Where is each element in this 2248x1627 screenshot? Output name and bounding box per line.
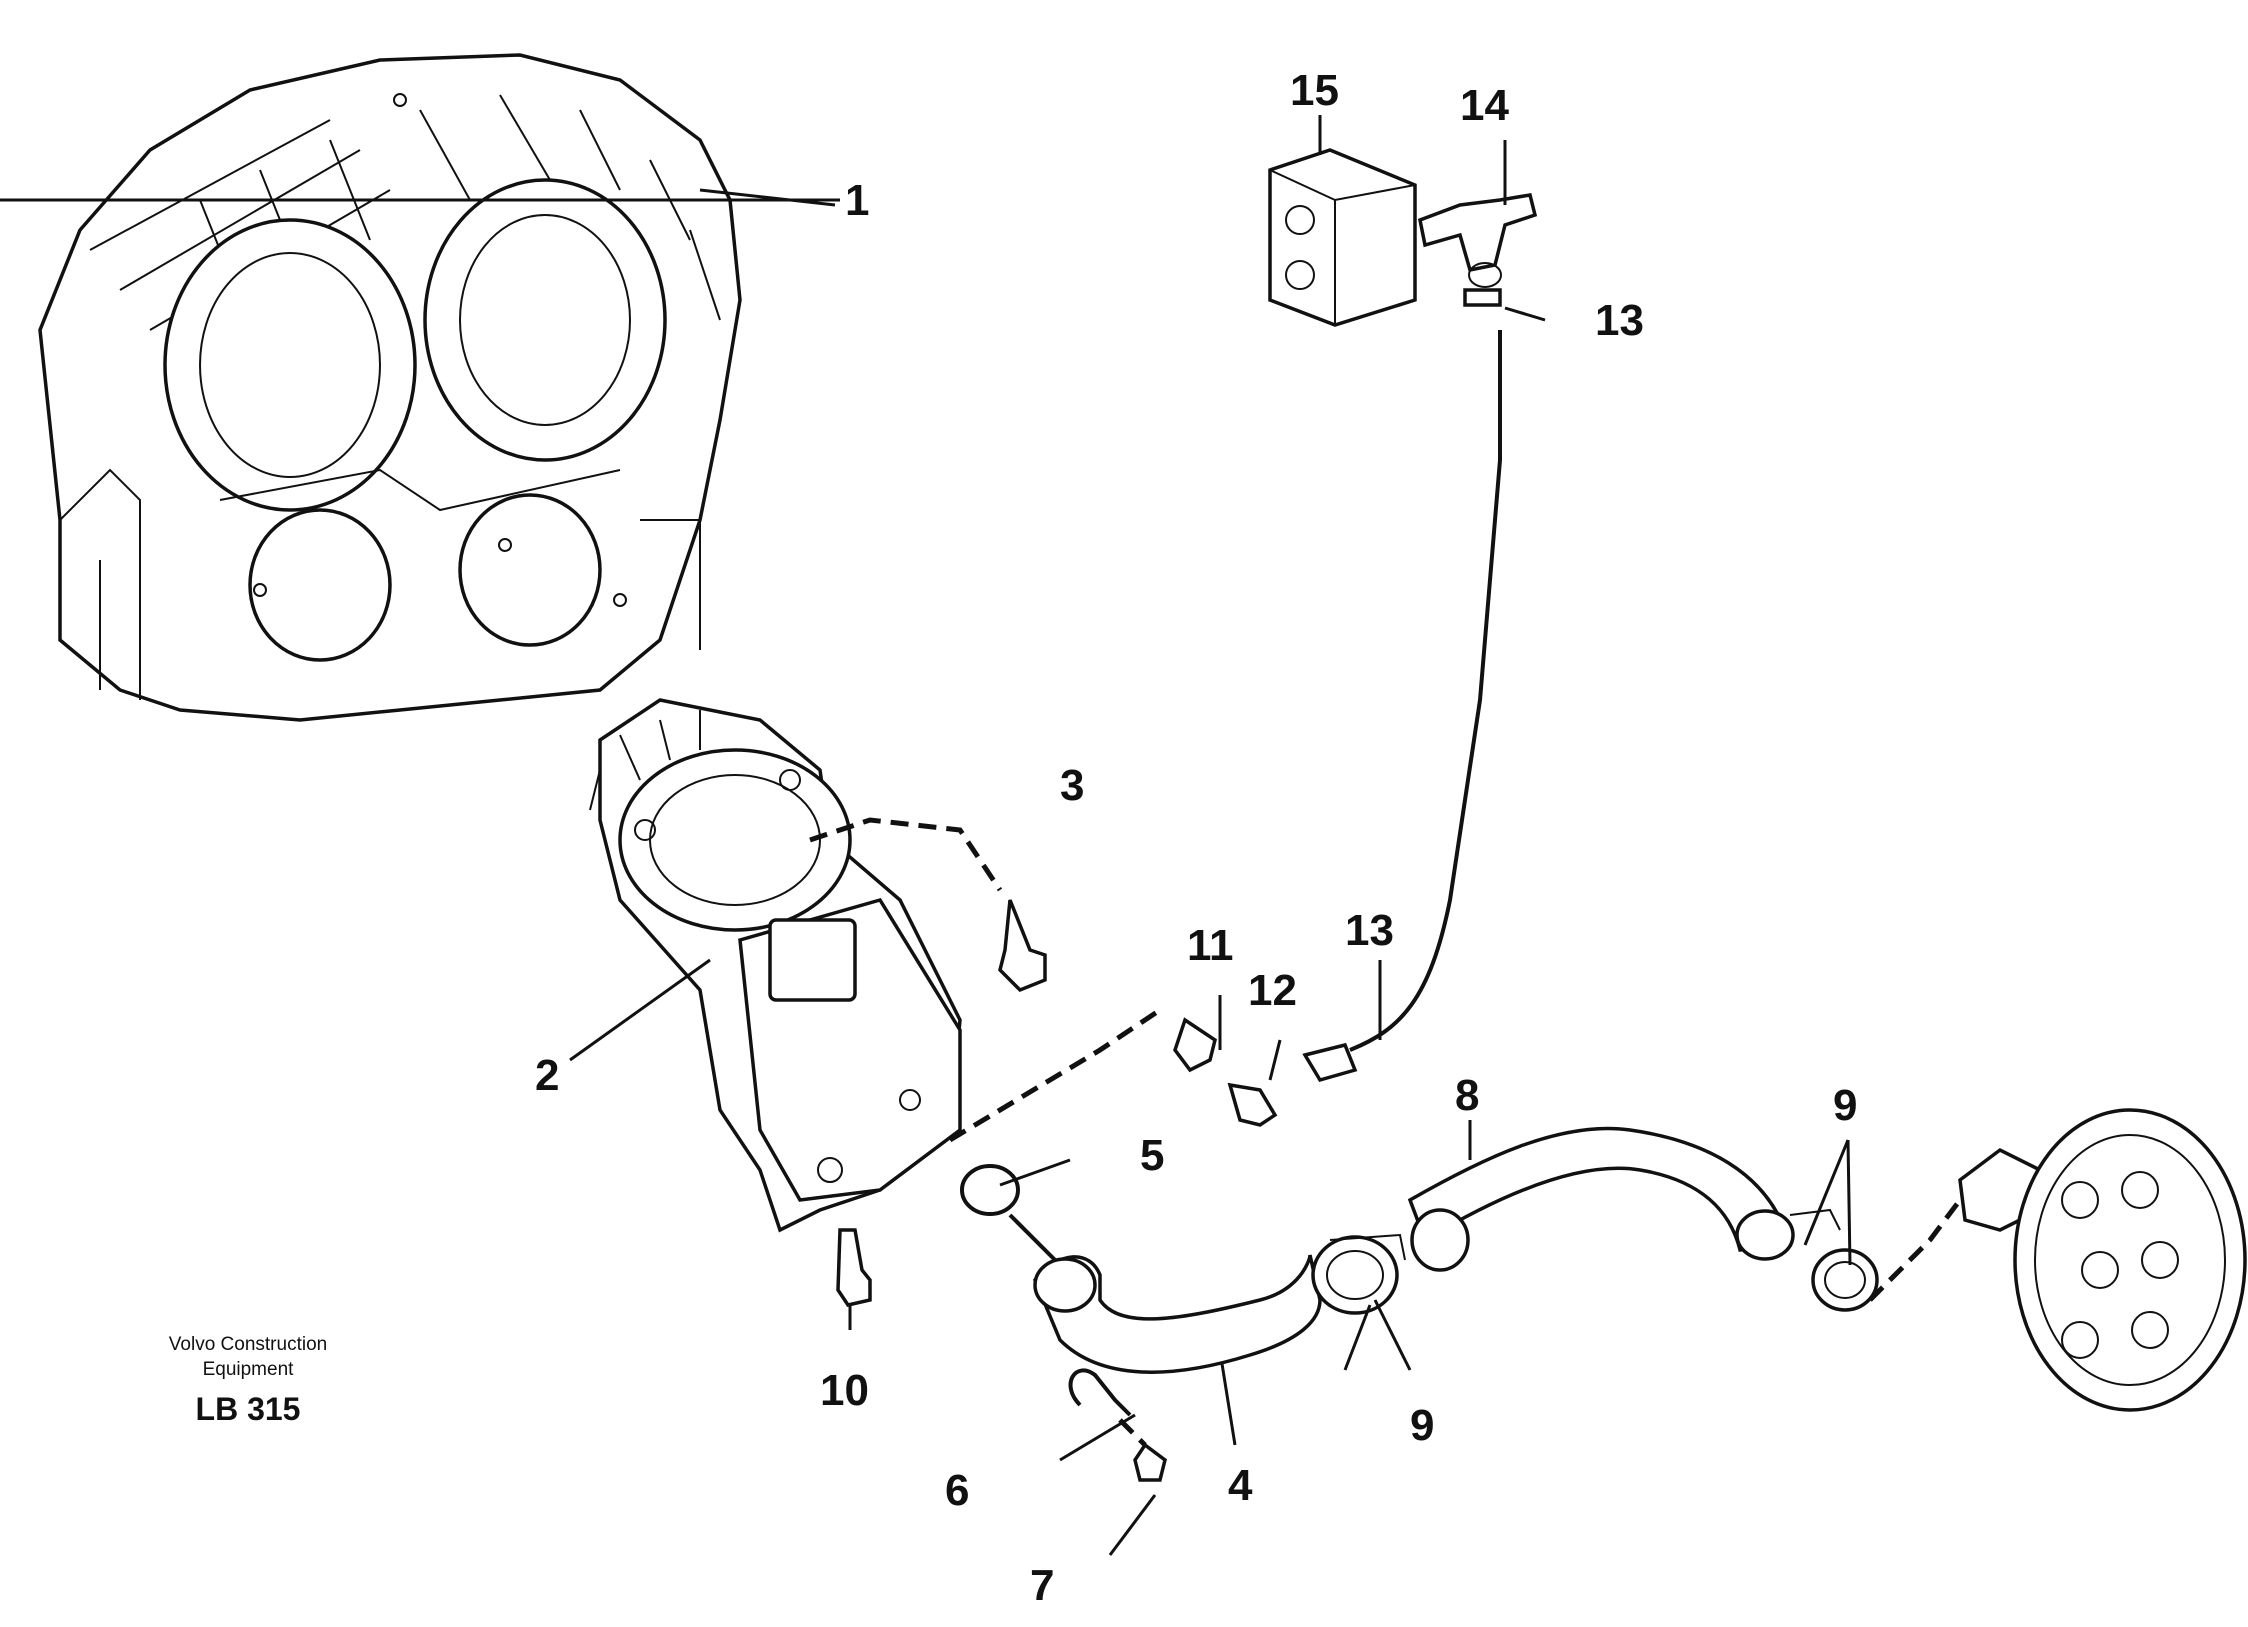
hydraulic-pump [589,698,962,1233]
illustration-code: LB 315 [196,1391,301,1427]
suction-pipe [1008,1213,1322,1374]
callout-4: 4 [1228,1461,1253,1510]
elbow-fitting [1417,193,1538,307]
right-leaders [1218,115,1852,1371]
hose-clamps [1311,1208,1879,1315]
callout-7: 7 [1030,1561,1054,1610]
callout-10: 10 [820,1366,869,1415]
callout-1: 1 [845,176,869,225]
callout-9-right: 9 [1833,1081,1857,1130]
clamp-6 [1068,1368,1167,1482]
o-ring [960,1164,1020,1216]
nipple-10 [836,1228,872,1307]
callout-5: 5 [1140,1131,1164,1180]
callout-15: 15 [1290,66,1339,115]
leader-lines [0,188,1237,1556]
callout-2: 2 [535,1051,559,1100]
valve-block [1268,148,1417,327]
tank-outlet [1868,1108,2247,1412]
hose-8 [1407,1126,1795,1272]
pressure-line-fittings [948,330,1502,1143]
callout-14: 14 [1460,81,1509,130]
callout-8: 8 [1455,1071,1479,1120]
bolt-3 [809,817,1047,993]
callout-13-lower: 13 [1345,906,1394,955]
callout-6: 6 [945,1466,969,1515]
callout-12: 12 [1248,966,1297,1015]
callout-13-upper: 13 [1595,296,1644,345]
callout-3: 3 [1060,761,1084,810]
callout-11: 11 [1187,921,1234,970]
callout-9-left: 9 [1410,1401,1434,1450]
credit-line-1: Volvo Construction [169,1334,327,1355]
gearbox-housing [38,53,742,722]
credit-line-2: Equipment [203,1359,295,1380]
